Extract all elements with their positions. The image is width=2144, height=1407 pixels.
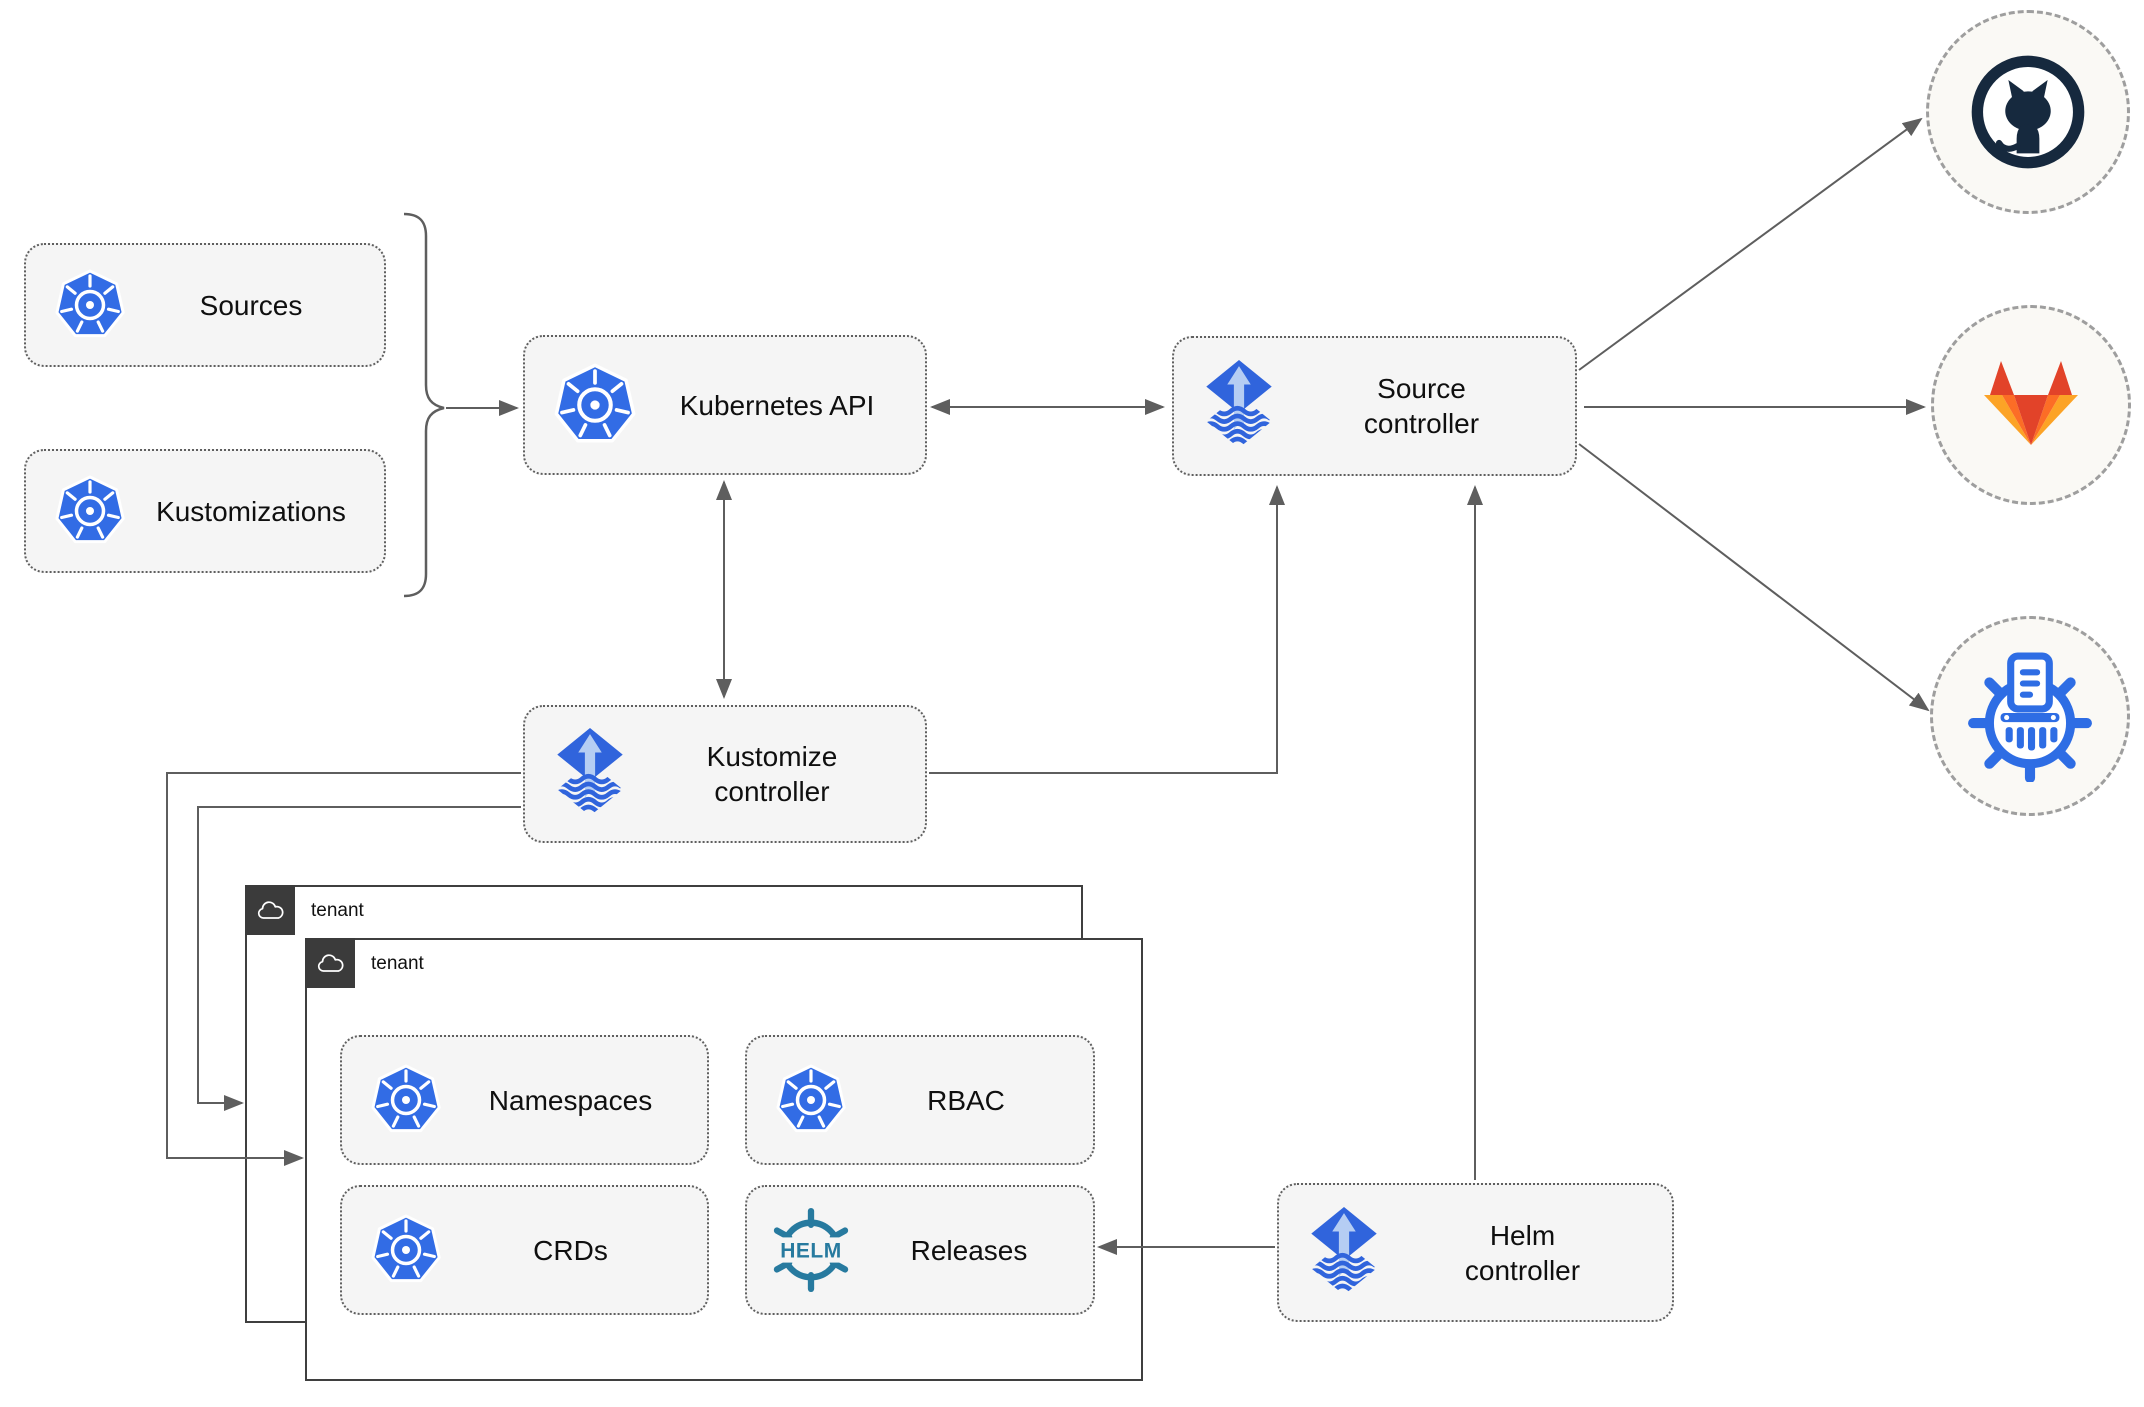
kubernetes-icon	[54, 475, 126, 547]
endpoint-github	[1926, 10, 2130, 214]
node-label: CRDs	[533, 1234, 608, 1266]
node-helm-controller: Helm controller	[1277, 1183, 1674, 1322]
tenant-label: tenant	[371, 953, 424, 974]
flux-icon	[553, 728, 627, 820]
node-source-controller: Source controller	[1172, 336, 1577, 476]
chart-repository-icon	[1968, 652, 2092, 782]
node-label: Kustomizations	[156, 495, 346, 527]
edge-source-controller-to-helm-repository	[1578, 443, 1930, 712]
kubernetes-icon	[54, 269, 126, 341]
tenant-label: tenant	[311, 900, 364, 921]
node-kubernetes-api: Kubernetes API	[523, 335, 927, 475]
node-releases: HELM Releases	[745, 1185, 1095, 1315]
node-label: Kubernetes API	[679, 389, 875, 421]
tenant-tab	[245, 885, 295, 935]
flux-icon	[1307, 1207, 1381, 1299]
endpoint-gitlab	[1931, 305, 2131, 505]
node-label: Source controller	[1363, 373, 1480, 439]
node-sources: Sources	[24, 243, 386, 367]
node-rbac: RBAC	[745, 1035, 1095, 1165]
helm-logo-text: HELM	[780, 1239, 842, 1262]
node-label: RBAC	[927, 1084, 1005, 1116]
github-icon	[1971, 55, 2085, 169]
edge-kustomize-controller-to-source-controller	[929, 485, 1285, 774]
kubernetes-icon	[553, 363, 637, 447]
node-label: Sources	[199, 289, 303, 321]
node-namespaces: Namespaces	[340, 1035, 709, 1165]
node-label: Namespaces	[488, 1084, 653, 1116]
node-kustomize-controller: Kustomize controller	[523, 705, 927, 843]
cloud-icon	[255, 898, 285, 923]
kubernetes-icon	[370, 1214, 442, 1286]
tenant-tab	[305, 938, 355, 988]
edge-brace	[403, 212, 445, 598]
node-label: Helm controller	[1464, 1219, 1581, 1286]
helm-icon: HELM	[769, 1208, 853, 1292]
gitlab-icon	[1984, 361, 2078, 445]
node-label: Kustomize controller	[706, 741, 838, 807]
node-label: Releases	[910, 1234, 1028, 1266]
edge-source-controller-to-github	[1578, 117, 1923, 371]
endpoint-helm-repository	[1930, 616, 2130, 816]
kubernetes-icon	[370, 1064, 442, 1136]
node-crds: CRDs	[340, 1185, 709, 1315]
cloud-icon	[315, 951, 345, 976]
node-kustomizations: Kustomizations	[24, 449, 386, 573]
flux-icon	[1202, 360, 1276, 452]
kubernetes-icon	[775, 1064, 847, 1136]
